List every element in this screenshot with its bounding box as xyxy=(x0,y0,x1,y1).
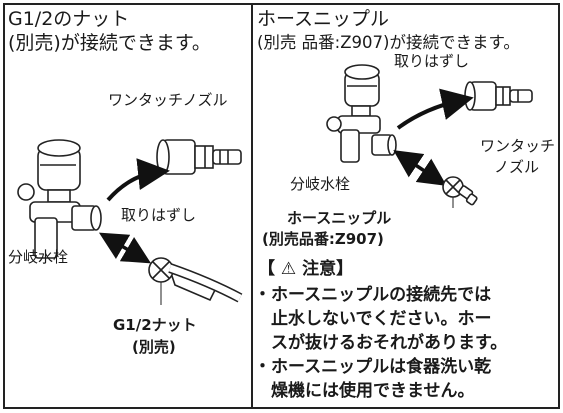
left-branch-faucet-illustration xyxy=(17,139,102,259)
caution-item-1: ・ホースニップルの接続先では xyxy=(254,285,492,305)
left-detach-arrow xyxy=(106,158,170,202)
left-title-line2: (別売)が接続できます。 xyxy=(8,32,211,54)
right-label-nozzle-line1: ワンタッチ xyxy=(480,137,556,155)
right-title-line2: (別売 品番:Z907)が接続できます。 xyxy=(257,33,520,52)
right-label-branch-faucet: 分岐水栓 xyxy=(290,175,351,193)
right-hose-nipple-illustration xyxy=(442,176,478,208)
right-detach-arrow xyxy=(396,88,474,130)
left-label-nut-line2: (別売) xyxy=(132,338,176,356)
left-label-nut-line1: G1/2ナット xyxy=(113,316,197,334)
caution-item-4: ・ホースニップルは食器洗い乾 xyxy=(254,357,492,377)
caution-item-5: 燥機には使用できません。 xyxy=(254,381,475,401)
left-nut-illustration xyxy=(148,257,243,305)
right-connect-arrow xyxy=(393,150,447,186)
left-one-touch-nozzle-illustration xyxy=(156,139,242,175)
right-label-detach: 取りはずし xyxy=(394,52,470,70)
caution-item-3: スが抜けるおそれがあります。 xyxy=(254,333,508,353)
left-connect-arrow xyxy=(98,232,152,264)
right-one-touch-nozzle-illustration xyxy=(464,81,533,111)
right-branch-faucet-illustration xyxy=(326,64,397,163)
left-label-detach: 取りはずし xyxy=(121,206,197,224)
right-label-nipple-line2: (別売品番:Z907) xyxy=(262,230,384,248)
left-label-nozzle: ワンタッチノズル xyxy=(108,91,228,109)
right-panel xyxy=(251,3,560,409)
caution-item-2: 止水しないでください。ホー xyxy=(254,309,492,329)
right-title-line1: ホースニップル xyxy=(257,8,390,30)
right-label-nozzle-line2: ノズル xyxy=(494,158,540,176)
left-label-branch-faucet: 分岐水栓 xyxy=(8,248,69,266)
caution-title: 【 ⚠ 注意】 xyxy=(258,259,354,279)
left-title-line1: G1/2のナット xyxy=(8,8,130,30)
right-label-nipple-line1: ホースニップル xyxy=(287,209,392,227)
